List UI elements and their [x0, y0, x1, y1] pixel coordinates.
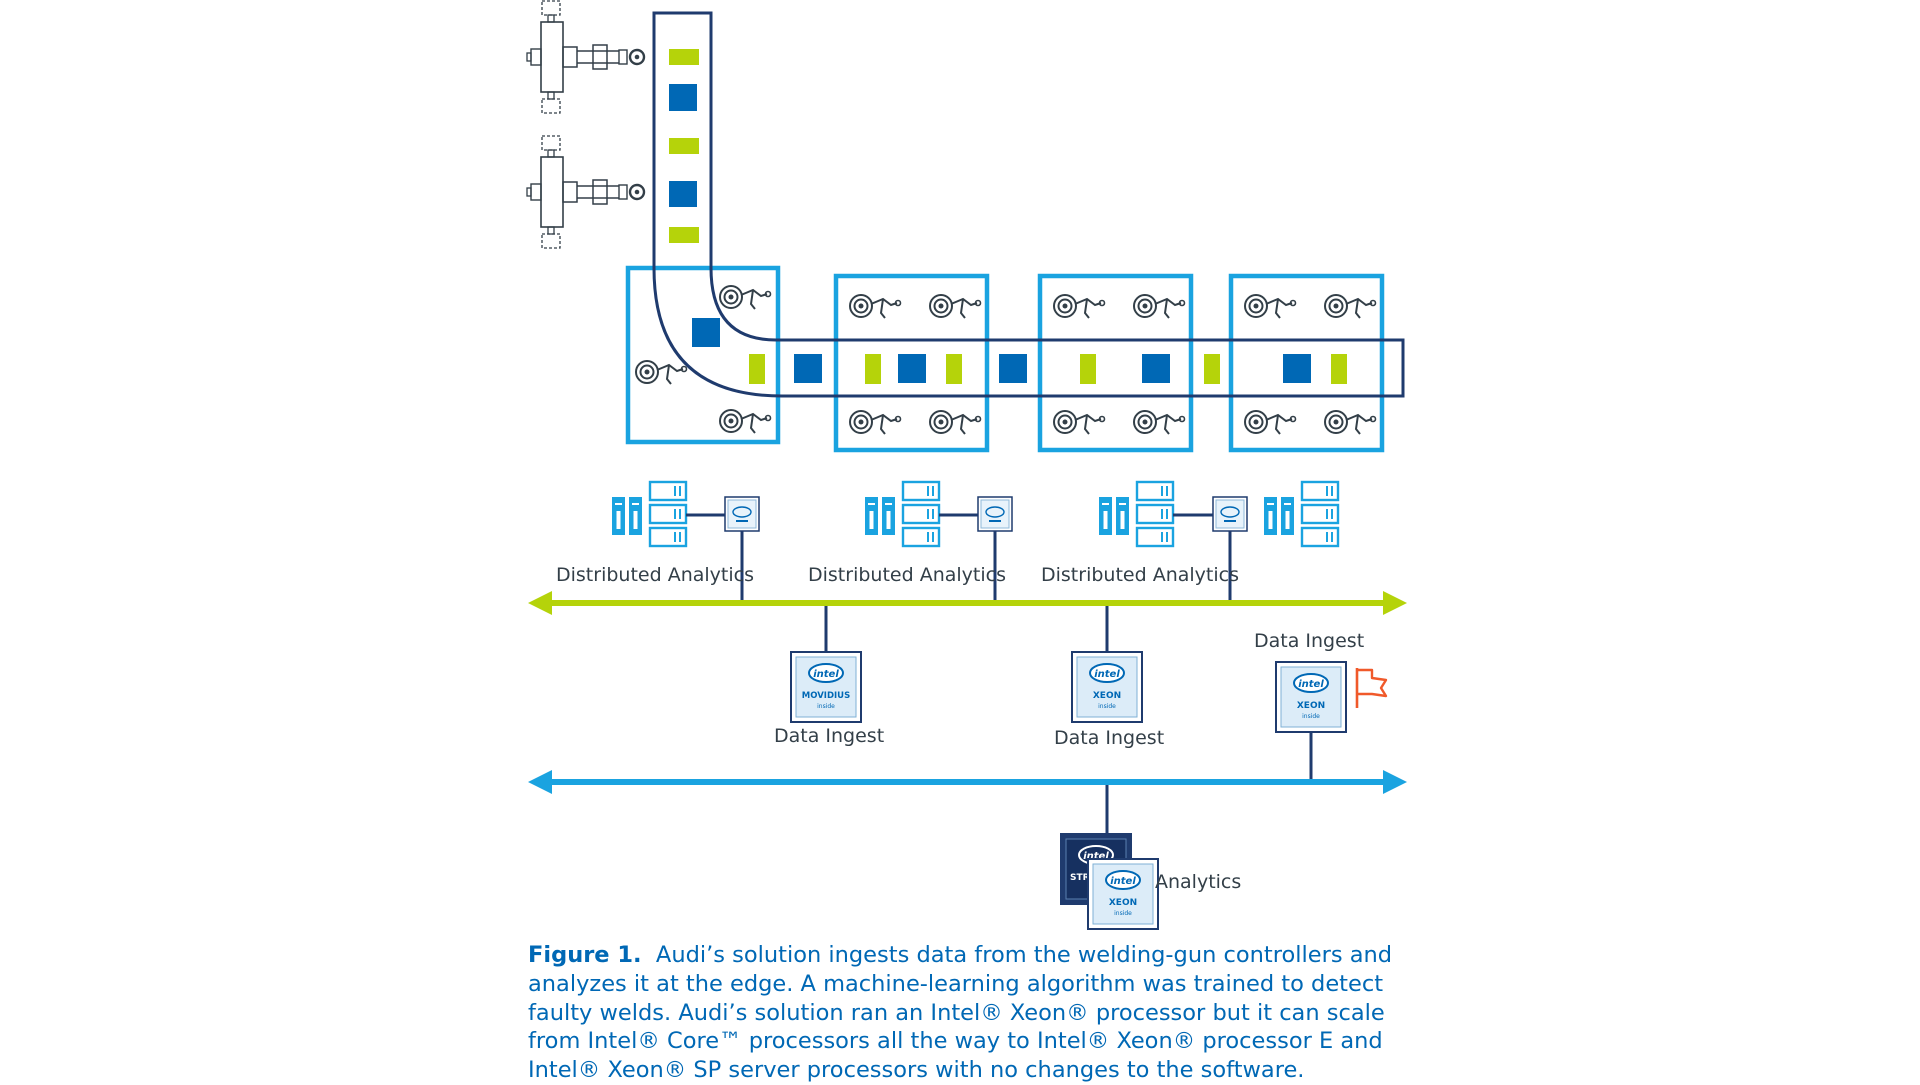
arrow-icon: [1383, 591, 1407, 615]
data-ingest-label: Data Ingest: [1054, 727, 1165, 749]
part-block: [669, 227, 699, 243]
welding-robot-icon: [1053, 294, 1106, 319]
figure-caption-label: Figure 1.: [528, 942, 642, 968]
tower-server-icon: [865, 497, 895, 535]
part-block: [749, 354, 765, 384]
welding-gun-controller-icon: [525, 134, 646, 250]
data-ingest-label: Data Ingest: [774, 725, 885, 747]
part-block: [1080, 354, 1096, 384]
part-block: [669, 84, 697, 111]
welding-robot-icon: [1053, 410, 1106, 435]
chip-inside: inside: [817, 703, 835, 710]
welding-robot-icon: [1324, 294, 1377, 319]
intel-xeon-chip: intel XEON inside: [1071, 651, 1143, 723]
chip-name: XEON: [1093, 691, 1121, 701]
welding-robot-icon: [719, 409, 772, 434]
analytics-label: Analytics: [1155, 871, 1242, 893]
distributed-analytics-label: Distributed Analytics: [556, 564, 754, 586]
part-block: [898, 354, 926, 383]
server-rack-icon: [901, 480, 941, 548]
part-block: [1283, 354, 1311, 383]
chip-inside: inside: [1114, 910, 1132, 917]
welding-cell: [833, 273, 990, 453]
chip-brand: intel: [1094, 669, 1120, 680]
welding-cell: [625, 265, 781, 445]
tower-server-icon: [1099, 497, 1129, 535]
welding-cell: [1228, 273, 1385, 453]
part-block: [865, 354, 881, 384]
intel-chip-icon: [977, 496, 1013, 532]
chip-brand: intel: [1298, 679, 1324, 690]
figure-caption-text: Audi’s solution ingests data from the we…: [528, 942, 1393, 1084]
chip-inside: inside: [1302, 713, 1320, 720]
chip-inside: inside: [1098, 703, 1116, 710]
part-block: [794, 354, 822, 383]
part-block: [692, 318, 720, 347]
part-block: [1204, 354, 1220, 384]
welding-robot-icon: [1133, 410, 1186, 435]
conveyor-track: [652, 267, 1405, 398]
distributed-analytics-label: Distributed Analytics: [1041, 564, 1239, 586]
arrow-icon: [528, 591, 552, 615]
welding-robot-icon: [719, 285, 772, 310]
part-block: [669, 49, 699, 65]
intel-xeon-chip: intel XEON inside: [1275, 661, 1347, 733]
welding-robot-icon: [1324, 410, 1377, 435]
chip-name: MOVIDIUS: [802, 691, 850, 701]
tower-server-icon: [612, 497, 642, 535]
chip-brand: intel: [1083, 851, 1109, 862]
welding-robot-icon: [1244, 294, 1297, 319]
intel-xeon-chip: intel XEON inside: [1087, 858, 1159, 930]
part-block: [946, 354, 962, 384]
welding-robot-icon: [635, 360, 688, 385]
part-block: [999, 354, 1027, 383]
welding-robot-icon: [1133, 294, 1186, 319]
chip-name: XEON: [1109, 898, 1137, 908]
data-ingest-label: Data Ingest: [1254, 630, 1365, 652]
intel-chip-icon: [724, 496, 760, 532]
part-block: [1331, 354, 1347, 384]
welding-robot-icon: [929, 410, 982, 435]
arrow-icon: [528, 770, 552, 794]
welding-cell: [1037, 273, 1194, 453]
tower-server-icon: [1264, 497, 1294, 535]
intel-chip-icon: [1212, 496, 1248, 532]
welding-robot-icon: [849, 410, 902, 435]
conveyor-track: [652, 11, 713, 268]
chip-brand: intel: [813, 669, 839, 680]
distributed-analytics-label: Distributed Analytics: [808, 564, 1006, 586]
part-block: [669, 138, 699, 154]
server-rack-icon: [1135, 480, 1175, 548]
part-block: [669, 181, 697, 207]
intel-movidius-chip: intel MOVIDIUS inside: [790, 651, 862, 723]
welding-robot-icon: [929, 294, 982, 319]
flag-icon: [1355, 668, 1388, 708]
chip-brand: intel: [1110, 876, 1136, 887]
welding-gun-controller-icon: [525, 0, 646, 115]
figure-caption: Figure 1. Audi’s solution ingests data f…: [528, 941, 1408, 1085]
server-rack-icon: [1300, 480, 1340, 548]
chip-name: STR: [1070, 873, 1090, 883]
chip-name: XEON: [1297, 701, 1325, 711]
welding-robot-icon: [849, 294, 902, 319]
welding-robot-icon: [1244, 410, 1297, 435]
part-block: [1142, 354, 1170, 383]
server-rack-icon: [648, 480, 688, 548]
arrow-icon: [1383, 770, 1407, 794]
